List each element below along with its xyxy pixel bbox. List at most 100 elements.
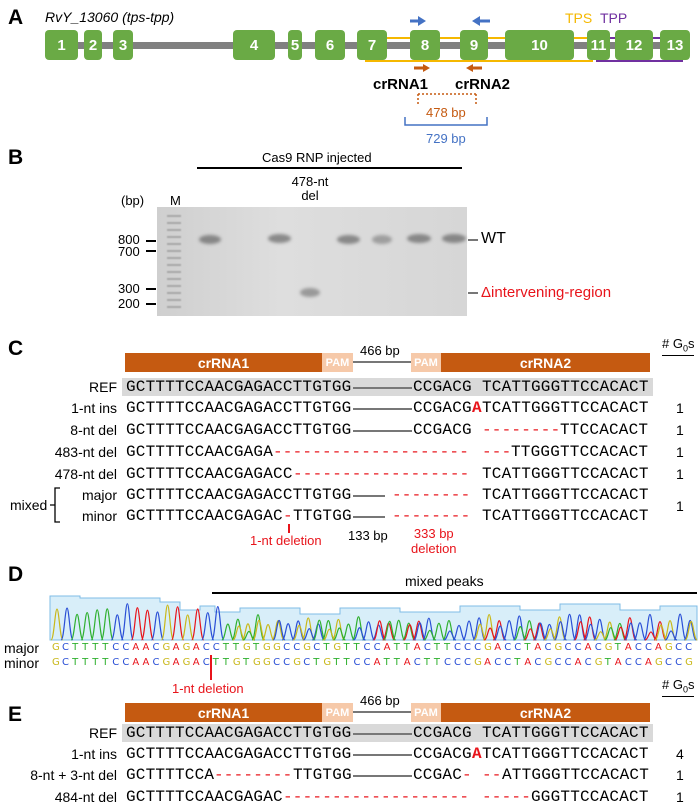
lane-note: 478-nt del <box>290 175 330 203</box>
gap-line <box>353 775 412 777</box>
major-label: major <box>4 640 40 656</box>
gap-line <box>353 733 412 735</box>
wt-band <box>268 234 291 243</box>
count-header-suffix: s <box>687 336 695 351</box>
tick-700 <box>146 250 156 252</box>
panel-label-c: C <box>8 337 24 360</box>
major-peak <box>543 623 556 641</box>
base-call: T <box>232 642 239 653</box>
major-peak <box>221 623 235 641</box>
seq-mid: CCGACG <box>413 724 472 742</box>
base-call: T <box>242 657 250 668</box>
base-call: G <box>303 642 311 653</box>
seq-left: GCTTTTCCAACGAGACC <box>126 465 293 483</box>
wt-band <box>199 235 221 244</box>
base-call: C <box>554 657 562 668</box>
peak <box>70 613 84 641</box>
pam1-box: PAM <box>322 353 353 372</box>
base-call: T <box>353 642 360 653</box>
del83-row: 8-nt + 3-nt del GCTTTTCCA -------- TTGTG… <box>0 766 700 784</box>
peak <box>90 609 104 641</box>
minor-peak <box>292 624 306 641</box>
bp-unit-label: (bp) <box>121 193 145 208</box>
base-call: C <box>494 657 502 668</box>
base-call: C <box>293 642 301 653</box>
deletion-label: Δintervening-region <box>481 284 612 301</box>
base-call: T <box>82 642 89 653</box>
minor-peak <box>514 625 527 641</box>
crrna1-bar: crRNA1 <box>125 703 322 722</box>
minor-peak <box>373 620 387 641</box>
mixed-minor-row: minor GCTTTTCCAACGAGAC - TTGTGG --------… <box>0 507 700 525</box>
base-call: G <box>253 657 261 668</box>
seq-right: TCATTGGGTTCCACACT <box>482 378 649 396</box>
seq-mid: CCGAC <box>413 766 463 784</box>
mixed-bracket <box>50 487 60 523</box>
seq-right: GGGTTCCACACT <box>531 788 649 806</box>
base-call: A <box>574 657 582 668</box>
base-call: T <box>82 657 89 668</box>
gel-image <box>157 207 467 316</box>
row-label: 483-nt del <box>54 444 117 460</box>
crrna1-label: crRNA1 <box>373 76 429 93</box>
minor-label: minor <box>4 655 40 671</box>
deletion-dashes: --- <box>482 443 512 461</box>
deletion-dashes: -------- <box>392 507 471 525</box>
base-call: A <box>584 642 592 653</box>
major-peak <box>472 617 486 641</box>
gene-name: RvY_13060 <box>45 9 119 25</box>
minor-peak <box>403 624 417 641</box>
minor-peak <box>303 628 316 641</box>
base-call: T <box>393 657 400 668</box>
major-peak <box>643 613 657 641</box>
count-header-prefix: # G <box>662 677 683 692</box>
row-label: 1-nt ins <box>71 746 117 762</box>
chromatogram-trace <box>49 595 698 641</box>
gap-line <box>353 408 412 410</box>
base-call: G <box>182 657 191 668</box>
bp333-note: 333 bp <box>413 526 454 541</box>
base-call: C <box>514 642 522 653</box>
minor-peak <box>272 619 286 641</box>
major-peak <box>573 614 587 641</box>
base-call: C <box>454 657 461 668</box>
one-nt-deletion-note: 1-nt deletion <box>250 533 322 548</box>
major-peak <box>653 621 667 641</box>
peak <box>110 614 124 641</box>
bp133-note: 133 bp <box>348 528 388 543</box>
crrna1-arrow-icon <box>414 64 430 72</box>
peak <box>100 608 114 641</box>
minor-peak <box>594 631 607 641</box>
base-call: T <box>253 642 260 653</box>
exon-11: 11 <box>587 30 610 60</box>
ladder-lane <box>167 215 181 310</box>
major-peak <box>291 620 305 641</box>
peak <box>120 603 134 641</box>
base-call: T <box>403 642 410 653</box>
peak <box>130 607 144 641</box>
base-call: C <box>634 642 642 653</box>
inserted-base: A <box>472 745 482 763</box>
base-call: C <box>423 642 431 653</box>
major-peak <box>462 620 476 641</box>
base-call: G <box>52 642 60 653</box>
peak <box>191 608 205 641</box>
g0-count: 4 <box>676 746 684 762</box>
minor-peak <box>312 619 326 641</box>
exon-6: 6 <box>315 30 345 60</box>
base-call: A <box>524 657 532 668</box>
pam2-box: PAM <box>411 703 441 722</box>
peak <box>140 609 155 641</box>
major-peak <box>402 622 416 641</box>
ins1-row: 1-nt ins GCTTTTCCAACGAGACCTTGTGG CCGACG … <box>0 745 700 763</box>
base-call: G <box>474 657 482 668</box>
wt-band <box>442 234 466 243</box>
base-call: C <box>112 657 120 668</box>
seq-left: GCTTTTCCAACGAGACCTTGTGG <box>126 724 352 742</box>
base-call: T <box>92 642 99 653</box>
base-call: T <box>393 642 400 653</box>
seq-right: TCATTGGGTTCCACACT <box>482 486 649 504</box>
inserted-base: A <box>472 399 482 417</box>
major-peak <box>412 620 426 641</box>
